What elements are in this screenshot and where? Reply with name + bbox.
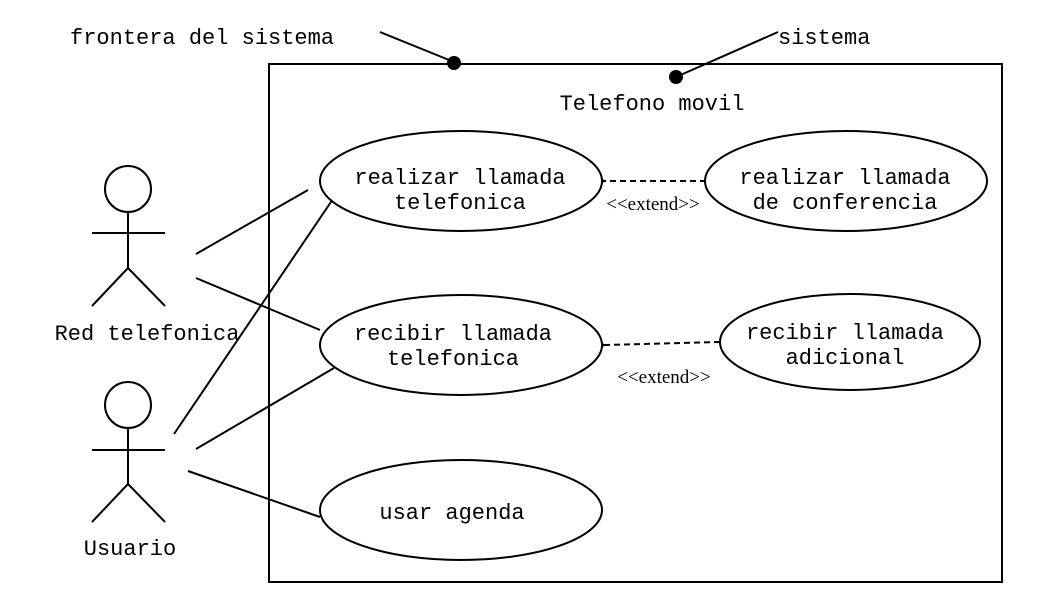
- extend-label-conferencia: <<extend>>: [606, 194, 700, 215]
- use-case-label-line-2: telefonica: [387, 347, 519, 372]
- use-case-ellipse: [704, 130, 988, 232]
- use-case-ellipse: [319, 294, 603, 396]
- system-pointer-line: [675, 31, 779, 78]
- use-case-label-line-2: telefonica: [394, 191, 526, 216]
- actor-label: Usuario: [84, 537, 176, 562]
- use-case-ellipse: [319, 130, 603, 232]
- extend-arrow-adicional: [604, 342, 721, 345]
- use-case-label-line-2: de conferencia: [753, 191, 938, 216]
- actor-leg-right: [127, 267, 166, 307]
- use-case-realizar-llamada-telefonica: realizar llamada telefonica: [319, 130, 603, 232]
- boundary-pointer-dot: [447, 56, 461, 70]
- actor-label: Red telefonica: [55, 322, 240, 347]
- extend-label-adicional: <<extend>>: [617, 367, 711, 388]
- use-case-realizar-llamada-de-conferencia: realizar llamada de conferencia: [704, 130, 988, 232]
- system-pointer-dot: [669, 70, 683, 84]
- association-usuario-to-recibir: [195, 367, 335, 450]
- actor-leg-right: [127, 483, 166, 523]
- system-boundary: [268, 63, 1003, 583]
- association-usuario-to-agenda: [187, 470, 321, 518]
- use-case-ellipse: [319, 459, 603, 561]
- actor-leg-left: [91, 267, 129, 307]
- use-case-label-line-1: realizar llamada: [739, 166, 950, 191]
- system-annotation: sistema: [778, 26, 870, 51]
- actor-leg-left: [91, 483, 129, 523]
- use-case-recibir-llamada-adicional: recibir llamada adicional: [719, 293, 981, 391]
- use-case-recibir-llamada-telefonica: recibir llamada telefonica: [319, 294, 603, 396]
- use-case-label-line-1: realizar llamada: [354, 166, 565, 191]
- boundary-annotation: frontera del sistema: [70, 26, 334, 51]
- boundary-pointer-line: [379, 31, 455, 63]
- association-usuario-to-realizar: [173, 195, 336, 435]
- use-case-label-line-1: usar agenda: [379, 501, 524, 526]
- system-title: Telefono movil: [560, 92, 745, 117]
- use-case-label-line-1: recibir llamada: [746, 321, 944, 346]
- use-case-label-line-1: recibir llamada: [354, 322, 552, 347]
- actor-usuario: Usuario: [84, 381, 176, 562]
- actor-red-telefonica: Red telefonica: [55, 165, 240, 347]
- association-red-to-recibir: [195, 277, 321, 331]
- actor-head: [104, 381, 152, 429]
- use-case-label-line-2: adicional: [786, 346, 905, 371]
- use-case-usar-agenda: usar agenda: [319, 459, 603, 561]
- actor-head: [104, 165, 152, 213]
- association-red-to-realizar: [195, 189, 309, 255]
- use-case-ellipse: [719, 293, 981, 391]
